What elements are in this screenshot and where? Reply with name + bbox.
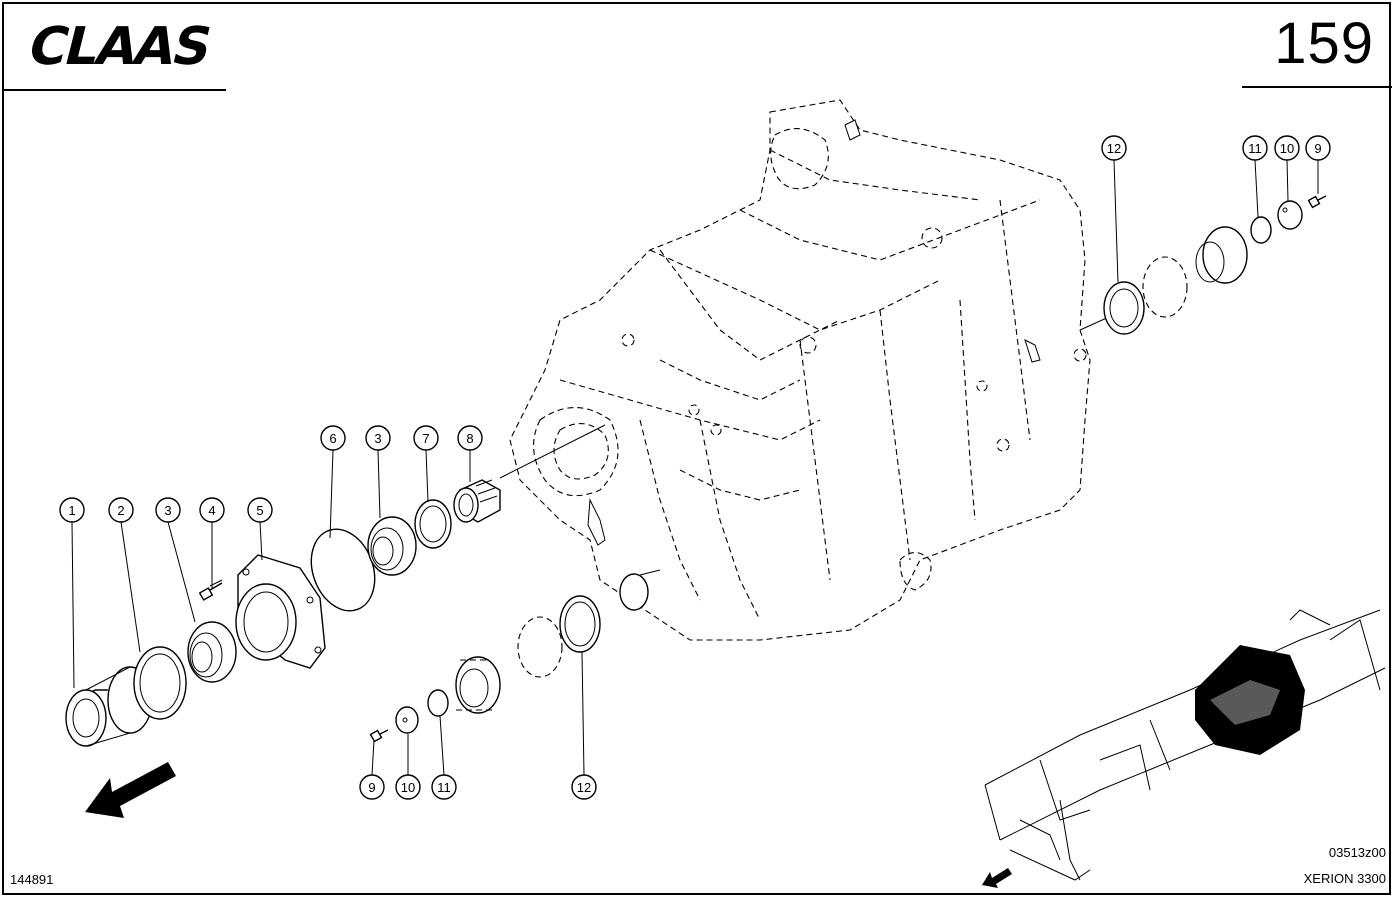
callout-label: 2 [117, 503, 124, 518]
direction-arrow-large [85, 762, 176, 818]
callout-label: 5 [256, 503, 263, 518]
callout-11a: 11 [431, 774, 457, 800]
part-9-bolt-upper [1307, 195, 1327, 209]
callout-3b: 3 [365, 425, 391, 451]
axis-line-upper [499, 424, 606, 479]
callout-label: 8 [466, 431, 473, 446]
callout-label: 11 [1248, 141, 1262, 156]
part-7-shim [414, 499, 452, 549]
part-10-cover-lower [395, 706, 419, 734]
callout-5: 5 [247, 497, 273, 523]
drawing-code: 03513z00 [1328, 845, 1386, 860]
transmission-housing [509, 99, 1091, 641]
callout-12a: 12 [571, 774, 597, 800]
part-2-shim-ring [133, 646, 187, 720]
part-3-bearing-left [187, 621, 237, 683]
callout-6: 6 [320, 425, 346, 451]
callout-label: 1 [68, 503, 75, 518]
part-11-circlip-lower [427, 689, 449, 717]
callout-label: 9 [368, 780, 375, 795]
part-9-bolt-lower [369, 729, 389, 743]
leader-lines [71, 159, 1319, 776]
model-name: XERION 3300 [1303, 871, 1386, 886]
upper-dashed-ring [1142, 256, 1188, 318]
part-11-circlip-upper [1250, 216, 1272, 244]
svg-text:CLAAS: CLAAS [22, 17, 216, 70]
upper-bearing [1195, 226, 1248, 284]
part-8-spline-sleeve [453, 479, 501, 523]
callout-label: 4 [208, 503, 215, 518]
callout-1: 1 [59, 497, 85, 523]
callout-label: 3 [374, 431, 381, 446]
callout-10b: 10 [1274, 135, 1300, 161]
inset-frame-overview [982, 609, 1386, 888]
callout-label: 7 [422, 431, 429, 446]
callout-7: 7 [413, 425, 439, 451]
callout-label: 10 [401, 780, 415, 795]
header-rule-left [2, 89, 226, 91]
part-3-bearing-center [367, 516, 417, 576]
lower-shaft-gear [619, 569, 661, 611]
claas-logo: CLAAS [14, 14, 244, 77]
callout-2: 2 [108, 497, 134, 523]
callout-10a: 10 [395, 774, 421, 800]
callout-8: 8 [457, 425, 483, 451]
callout-9a: 9 [359, 774, 385, 800]
header-rule-right [1242, 86, 1392, 88]
lower-gear-hub [455, 656, 501, 714]
part-5-bearing-housing [235, 554, 326, 669]
part-4-bolt [198, 579, 223, 601]
part-12-seal-upper [1103, 281, 1145, 335]
callout-label: 3 [164, 503, 171, 518]
callout-12b: 12 [1101, 135, 1127, 161]
callout-label: 12 [1107, 141, 1121, 156]
callout-label: 9 [1314, 141, 1321, 156]
part-10-cover-upper [1277, 200, 1303, 230]
callout-label: 10 [1280, 141, 1294, 156]
page-number: 159 [1274, 11, 1374, 76]
part-12-seal-lower [559, 595, 601, 653]
callout-4: 4 [199, 497, 225, 523]
callout-11b: 11 [1242, 135, 1268, 161]
document-number: 144891 [10, 872, 54, 887]
callout-3a: 3 [155, 497, 181, 523]
callout-label: 12 [577, 780, 591, 795]
lower-dashed-ring [517, 616, 563, 678]
callout-label: 11 [437, 780, 451, 795]
callout-9b: 9 [1305, 135, 1331, 161]
callout-label: 6 [329, 431, 336, 446]
